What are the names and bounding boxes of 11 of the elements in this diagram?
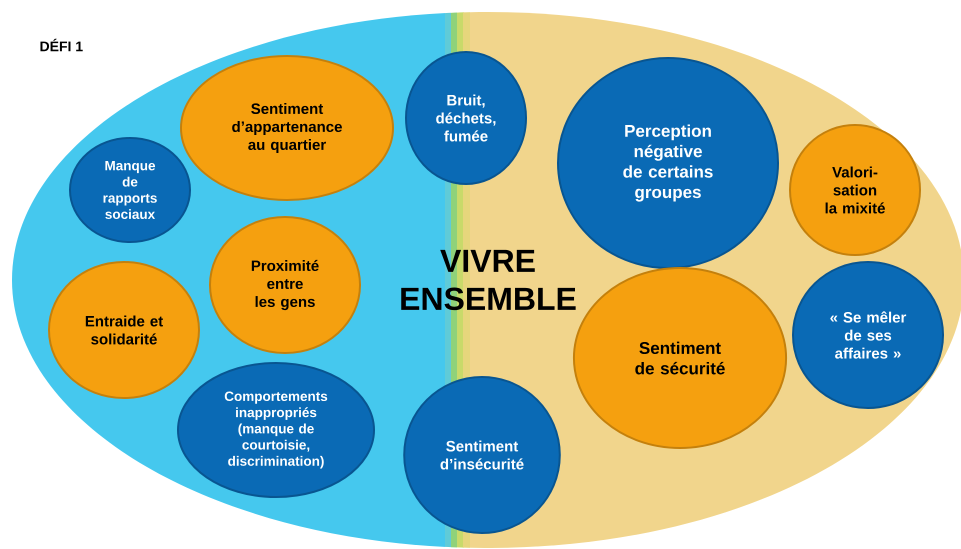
circle-bubble: Sentiment d’appartenance au quartier (180, 55, 394, 201)
circle-bubble: Perception négative de certains groupes (557, 57, 779, 269)
circle-bubble: Valori- sation la mixité (789, 124, 921, 256)
title: DÉFI 1 (40, 38, 83, 52)
circle-bubble: Comportements inappropriés (manque de courtoisie, discrimination) (177, 362, 375, 498)
circle-bubble: « Se mêler de ses affaires » (792, 261, 944, 409)
circle-bubble: Sentiment d’insécurité (403, 376, 561, 534)
circle-bubble: Manque de rapports sociaux (69, 137, 191, 243)
circle-bubble: Entraide et solidarité (48, 261, 200, 399)
circle-bubble: Proximité entre les gens (209, 216, 361, 354)
circle-bubble: Bruit, déchets, fumée (405, 51, 527, 185)
